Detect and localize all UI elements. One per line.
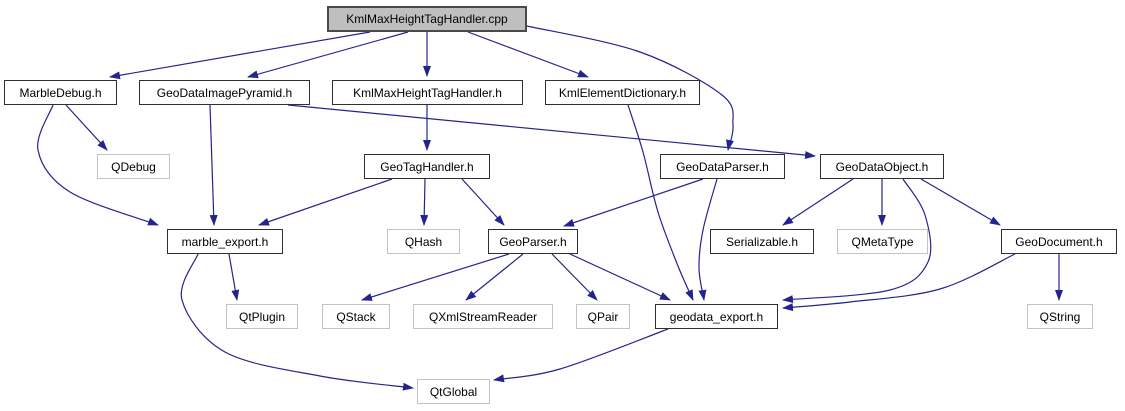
edge-kmlelementdictionary-h-to-geodata-export-h <box>627 104 694 301</box>
edge-geotaghandler-h-to-qhash <box>420 178 429 226</box>
edge-geodataobject-h-to-geodata-export-h <box>782 178 932 304</box>
edge-geodataobject-h-to-serializable-h <box>782 178 854 226</box>
edge-geoparser-h-to-qstack <box>361 253 510 301</box>
edge-marble-export-h-to-qtplugin <box>228 253 240 301</box>
node-qtglobal: QtGlobal <box>417 379 490 404</box>
edge-geoparser-h-to-geodata-export-h <box>569 253 671 301</box>
edge-kmlmaxheighttaghandler-cpp-to-geodataimagepyramid-h <box>247 31 409 79</box>
edge-geoparser-h-to-qxmlstreamreader <box>465 253 524 301</box>
node-qhash: QHash <box>387 229 460 254</box>
edge-marbledebug-h-to-qdebug <box>65 104 108 151</box>
edge-kmlmaxheighttaghandler-cpp-to-marbledebug-h <box>109 31 371 80</box>
edge-geodata-export-h-to-qtglobal <box>493 328 669 383</box>
node-qpair: QPair <box>576 304 630 329</box>
edge-geodataimagepyramid-h-to-marble-export-h <box>209 104 218 226</box>
edge-geodataparser-h-to-geodata-export-h <box>698 178 718 301</box>
edge-geodocument-h-to-geodata-export-h <box>782 253 1016 312</box>
node-geodataobject-h[interactable]: GeoDataObject.h <box>820 154 944 179</box>
node-geodocument-h[interactable]: GeoDocument.h <box>1001 229 1117 254</box>
edge-marbledebug-h-to-marble-export-h <box>37 104 159 226</box>
node-geodata-export-h[interactable]: geodata_export.h <box>655 304 778 329</box>
node-qstack: QStack <box>322 304 390 329</box>
node-qtplugin: QtPlugin <box>226 304 298 329</box>
edge-kmlmaxheighttaghandler-cpp-to-kmlelementdictionary-h <box>467 31 589 78</box>
node-qstring: QString <box>1027 304 1093 329</box>
node-marble-export-h[interactable]: marble_export.h <box>167 229 283 254</box>
edge-geotaghandler-h-to-marble-export-h <box>258 178 393 226</box>
node-geodataparser-h[interactable]: GeoDataParser.h <box>660 154 785 179</box>
edge-geodataobject-h-to-geodocument-h <box>920 178 1001 226</box>
edge-geoparser-h-to-qpair <box>551 253 598 301</box>
edge-group <box>37 25 1063 391</box>
edge-geodataimagepyramid-h-to-geodataobject-h <box>287 104 816 160</box>
node-geodataimagepyramid-h[interactable]: GeoDataImagePyramid.h <box>139 80 310 105</box>
node-kmlmaxheighttaghandler-h[interactable]: KmlMaxHeightTagHandler.h <box>332 80 523 105</box>
node-qxmlstreamreader: QXmlStreamReader <box>413 304 553 329</box>
node-serializable-h[interactable]: Serializable.h <box>710 229 814 254</box>
edge-geotaghandler-h-to-geoparser-h <box>461 178 505 226</box>
node-geotaghandler-h[interactable]: GeoTagHandler.h <box>364 154 490 179</box>
node-kmlmaxheighttaghandler-cpp[interactable]: KmlMaxHeightTagHandler.cpp <box>327 6 527 32</box>
node-geoparser-h[interactable]: GeoParser.h <box>488 229 578 254</box>
node-qdebug: QDebug <box>97 154 170 179</box>
edge-geodataparser-h-to-geoparser-h <box>563 178 704 227</box>
node-marbledebug-h[interactable]: MarbleDebug.h <box>4 80 117 105</box>
node-kmlelementdictionary-h[interactable]: KmlElementDictionary.h <box>545 80 700 105</box>
node-qmetatype: QMetaType <box>837 229 928 254</box>
edge-marble-export-h-to-qtglobal <box>180 253 414 391</box>
edge-kmlmaxheighttaghandler-cpp-to-geodataparser-h <box>526 25 734 151</box>
